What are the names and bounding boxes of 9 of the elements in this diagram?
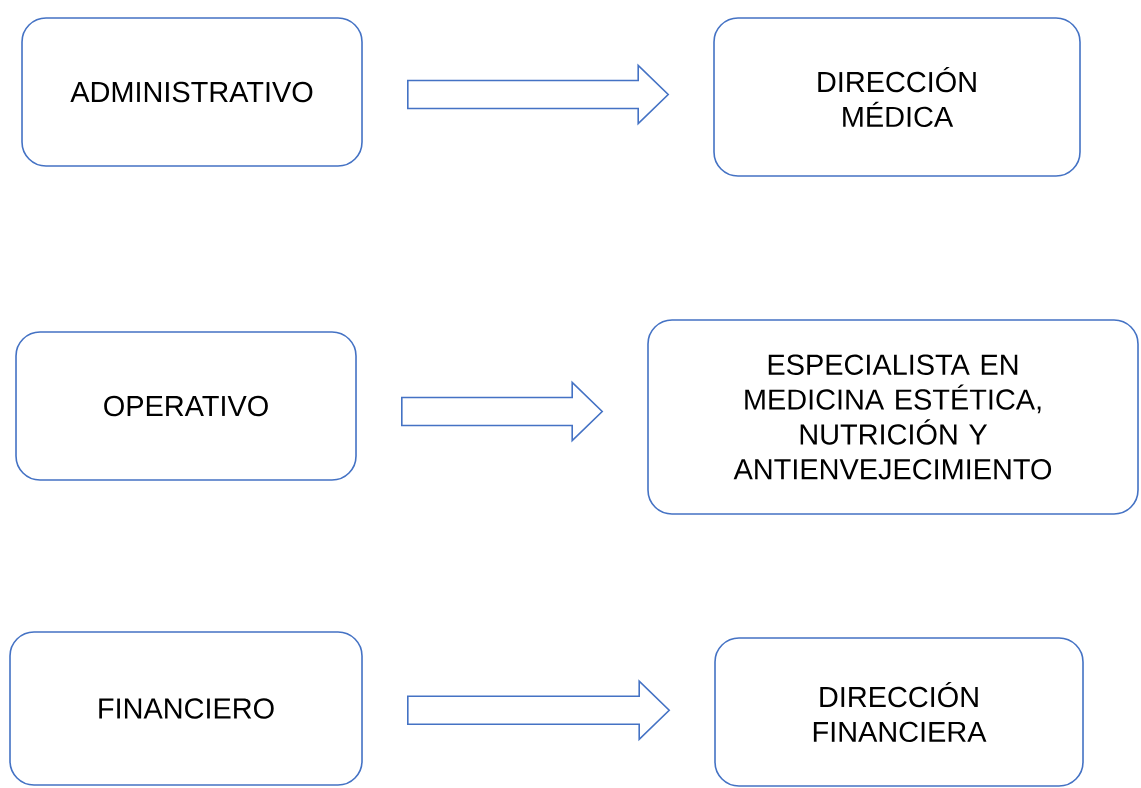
block-arrow bbox=[407, 63, 670, 126]
process-box: ESPECIALISTA EN MEDICINA ESTÉTICA, NUTRICIÓN Y ANTIENVEJECIMIENTO bbox=[647, 319, 1139, 515]
process-box: OPERATIVO bbox=[15, 331, 357, 481]
process-box: DIRECCIÓN MÉDICA bbox=[713, 17, 1081, 177]
block-arrow bbox=[401, 380, 604, 443]
process-box: FINANCIERO bbox=[9, 631, 363, 786]
block-arrow bbox=[407, 679, 671, 742]
process-box: DIRECCIÓN FINANCIERA bbox=[714, 637, 1084, 787]
process-box: ADMINISTRATIVO bbox=[21, 17, 363, 167]
